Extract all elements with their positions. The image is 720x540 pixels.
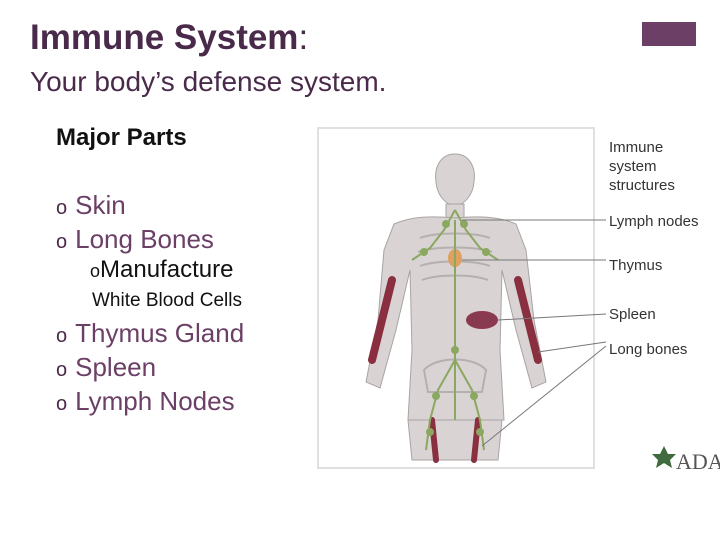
bullet-icon: o: [56, 393, 68, 415]
label-long-bones: Long bones: [609, 341, 687, 358]
bullet-icon: o: [56, 197, 68, 219]
bullet-icon: o: [90, 261, 101, 281]
figure-title-line1: Immune: [609, 139, 663, 156]
major-parts-heading: Major Parts: [56, 124, 187, 151]
bullet-icon: o: [56, 325, 68, 347]
figure-title-line2: system: [609, 158, 657, 175]
sub-list-item-continued: White Blood Cells: [92, 290, 242, 311]
spleen-organ: [466, 311, 498, 329]
slide-title: Immune System:: [30, 18, 309, 57]
immune-system-illustration: Immune system structures Lymph nodes Thy…: [312, 120, 720, 480]
logo-text: ADA: [676, 449, 720, 474]
ada-logo: ADA: [652, 446, 720, 474]
label-lymph-nodes: Lymph nodes: [609, 213, 699, 230]
lymph-network: [411, 209, 499, 451]
label-thymus: Thymus: [609, 257, 662, 274]
sub-list-item: oManufacture: [90, 256, 234, 283]
long-bones-marrow: [368, 276, 542, 463]
anatomy-figure: Immune system structures Lymph nodes Thy…: [317, 127, 720, 474]
bullet-icon: o: [56, 231, 68, 253]
logo-leaf-icon: [652, 446, 676, 468]
figure-title-line3: structures: [609, 177, 675, 194]
bullet-icon: o: [56, 359, 68, 381]
leader-lines: [462, 219, 607, 447]
accent-block: [642, 22, 696, 46]
slide-subtitle: Your body’s defense system.: [30, 66, 387, 97]
label-spleen: Spleen: [609, 306, 656, 323]
